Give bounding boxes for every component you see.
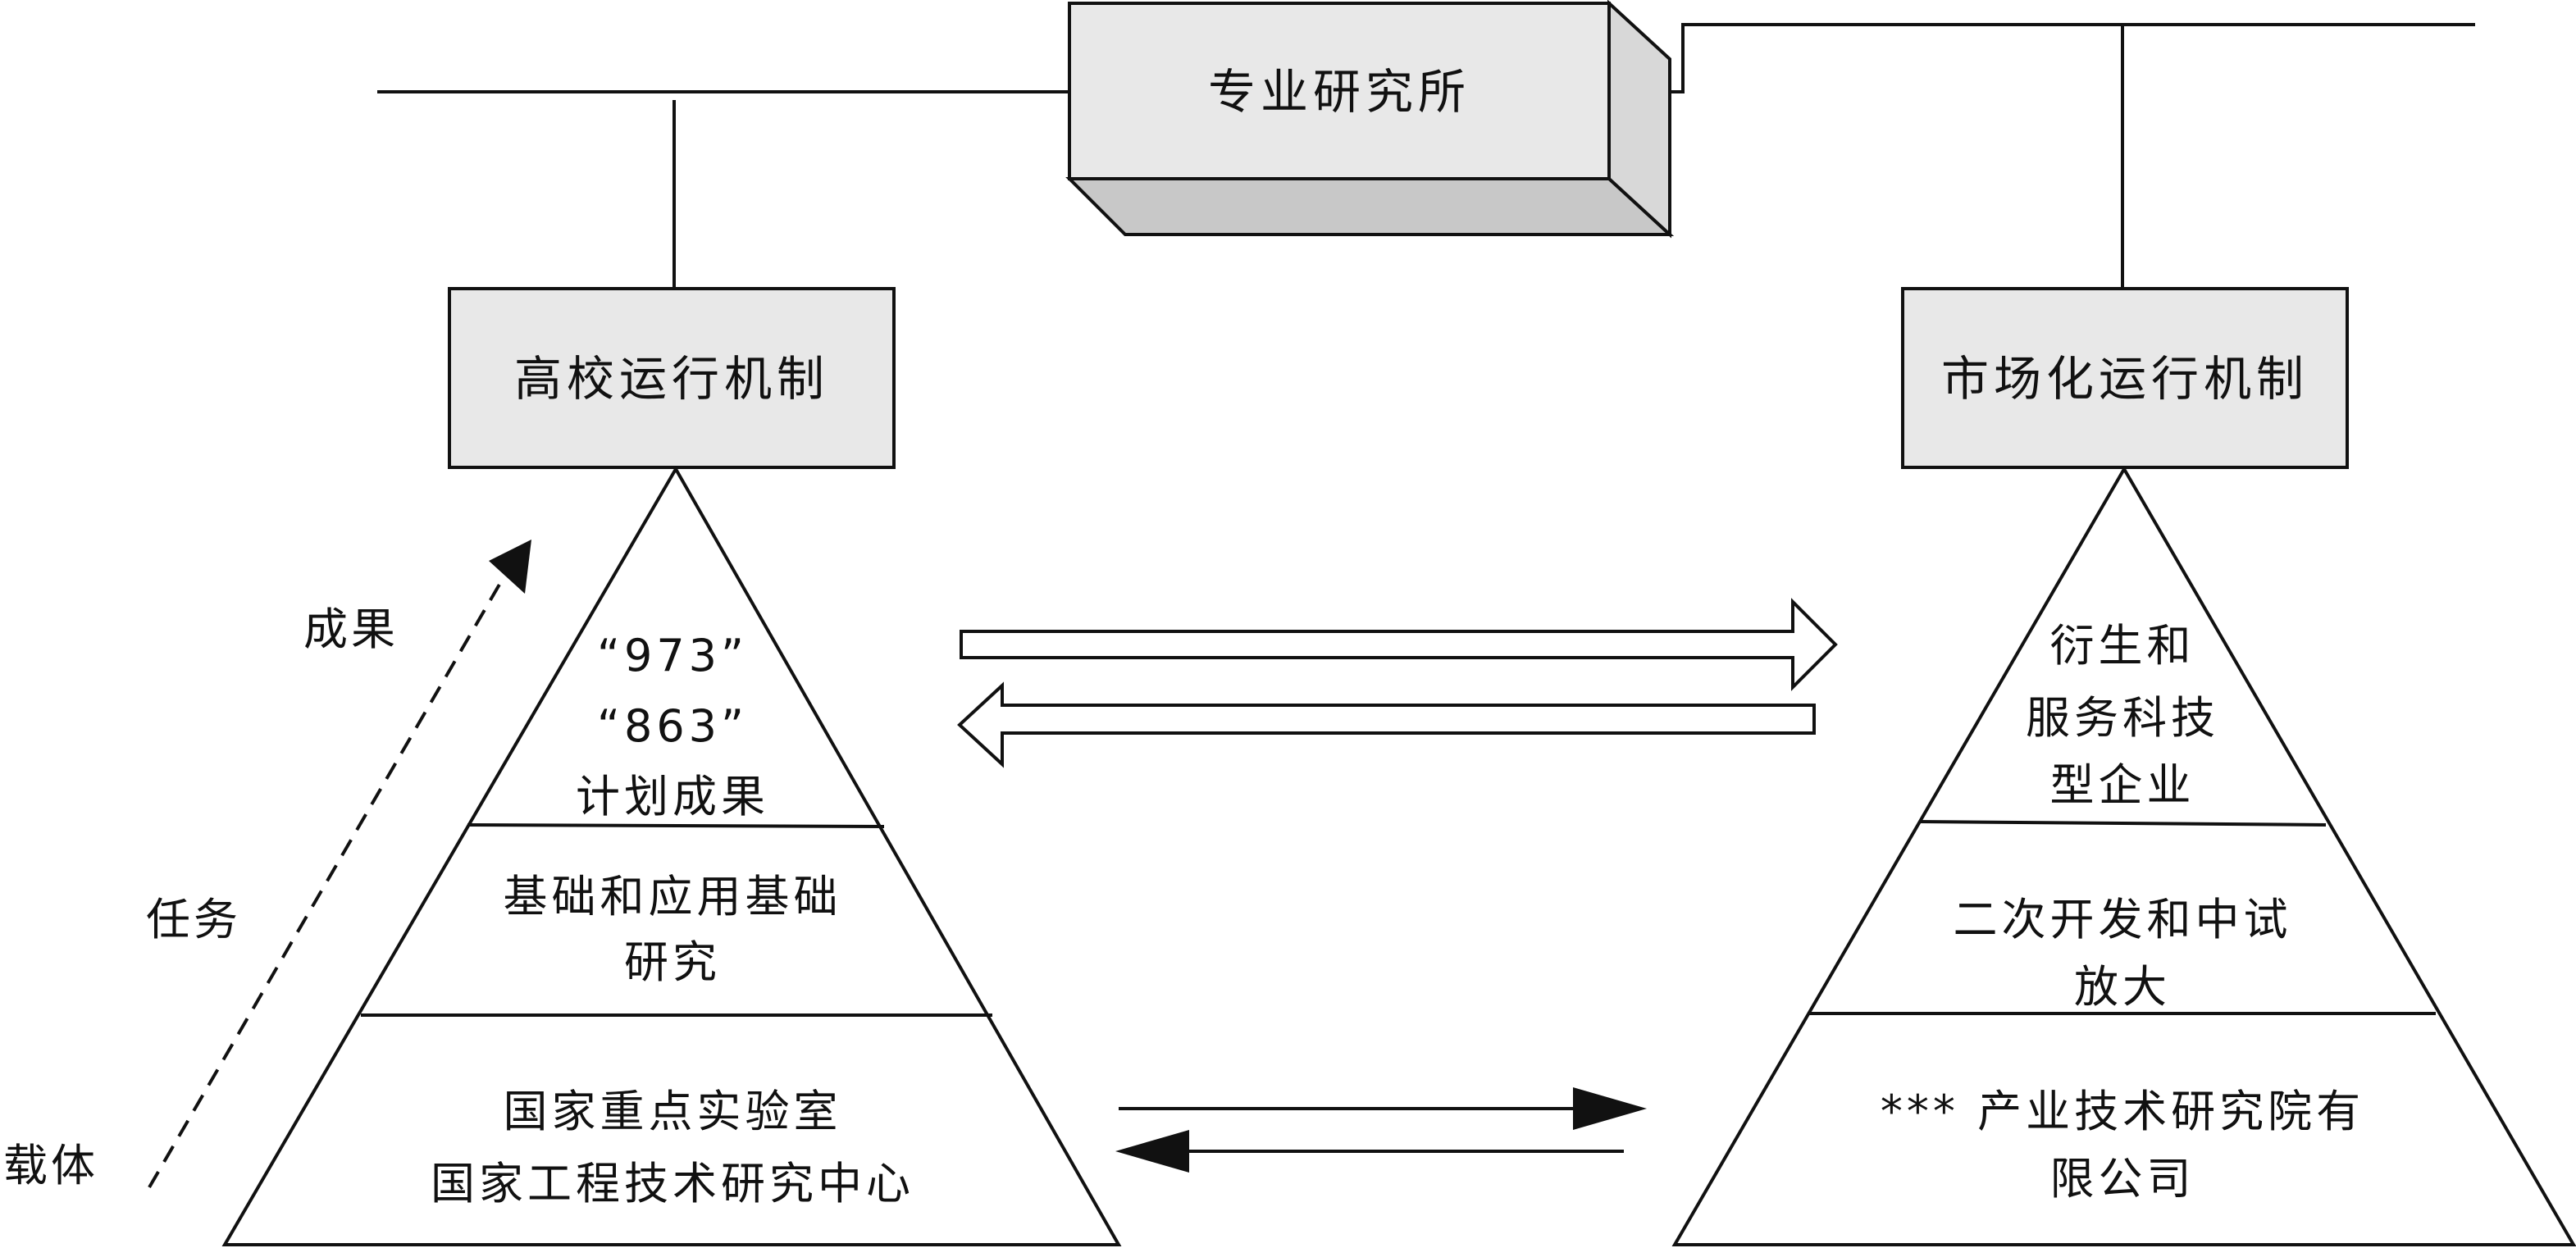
left-pyramid-outline [221,465,1122,1246]
market-box-rect [1901,287,2349,469]
side-label-tasks: 任务 [146,894,241,945]
left-middle-line-1: 基础和应用基础 [504,871,842,922]
right-middle-line-1: 二次开发和中试 [1954,894,2292,945]
institute-box-front [1068,2,1611,180]
left-pyramid-divider-upper [467,823,885,828]
top-line-right [1670,23,2475,93]
right-top-line-2: 服务科技 [2026,692,2219,744]
market-box-label: 市场化运行机制 [1941,351,2309,407]
left-pyramid: “973” “863” 计划成果 基础和应用基础 研究 国家重点实验室 国家工程… [221,465,1122,1246]
right-bottom-line-2: 限公司 [2050,1153,2195,1205]
right-pyramid: 衍生和 服务科技 型企业 二次开发和中试 放大 *** 产业技术研究院有 限公司 [1671,466,2576,1246]
left-top-line-3: 计划成果 [576,771,769,822]
side-label-results: 成果 [303,604,399,655]
hollow-arrow-right [960,598,1838,691]
university-box-rect [448,287,896,469]
market-box: 市场化运行机制 [1901,287,2349,469]
right-top-line-1: 衍生和 [2050,620,2195,672]
left-top-line-2: “863” [597,700,748,752]
university-box: 高校运行机制 [448,287,896,469]
left-bottom-line-2: 国家工程技术研究中心 [431,1158,914,1209]
institute-box: 专业研究所 [1065,0,1675,239]
side-label-carrier: 载体 [3,1140,98,1191]
dashed-progress-arrow [148,556,517,1189]
right-top-line-3: 型企业 [2050,759,2195,811]
institute-box-label: 专业研究所 [1208,64,1470,120]
institute-box-bottom-face [1065,177,1675,236]
left-bottom-line-1: 国家重点实验室 [504,1086,842,1137]
hollow-arrow-left [957,681,1816,768]
right-pyramid-divider-upper [1918,820,2327,827]
left-top-line-1: “973” [597,630,748,681]
left-middle-line-2: 研究 [624,936,721,988]
right-bottom-line-1: *** 产业技术研究院有 [1881,1086,2364,1137]
university-box-label: 高校运行机制 [514,351,829,407]
solid-arrow-right-head [1573,1087,1647,1130]
right-pyramid-outline [1671,466,2576,1246]
dashed-progress-arrow-head [489,540,531,594]
solid-arrow-left-head [1115,1130,1189,1173]
right-middle-line-2: 放大 [2074,961,2171,1013]
